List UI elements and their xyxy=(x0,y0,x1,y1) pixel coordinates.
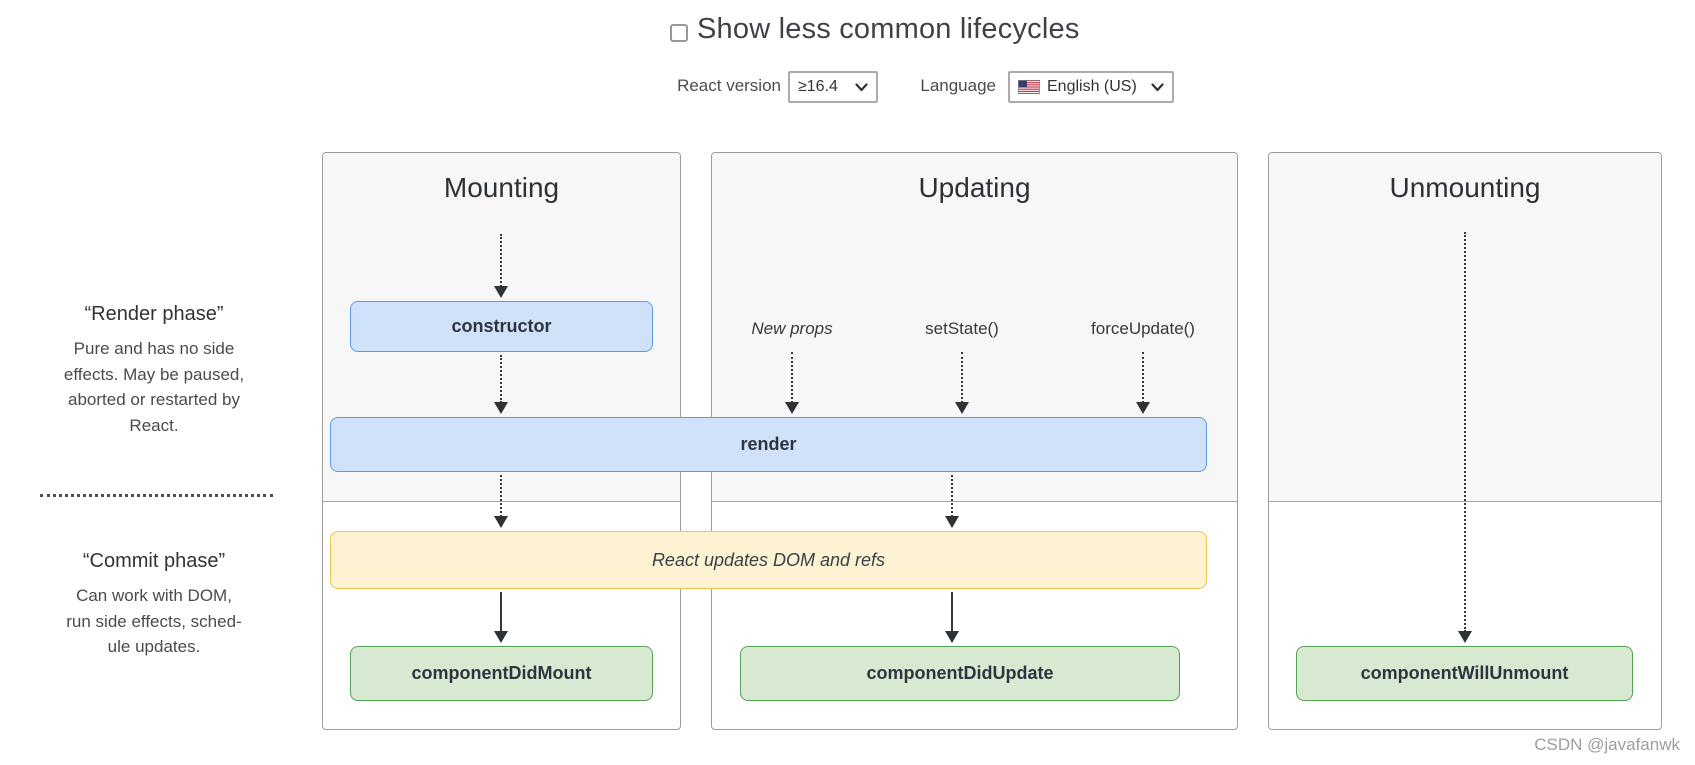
componentdidupdate-box[interactable]: componentDidUpdate xyxy=(740,646,1180,701)
componentwillunmount-box[interactable]: componentWillUnmount xyxy=(1296,646,1633,701)
watermark: CSDN @javafanwk xyxy=(1534,735,1680,754)
setstate-label: setState() xyxy=(925,319,999,338)
updating-title: Updating xyxy=(918,172,1031,203)
mounting-title: Mounting xyxy=(443,172,560,203)
react-updates-dom-box: React updates DOM and refs xyxy=(330,531,1207,589)
componentdidmount-label: componentDidMount xyxy=(411,663,592,683)
arrow-render-to-domupdate-mounting xyxy=(494,475,508,528)
componentdidmount-box[interactable]: componentDidMount xyxy=(350,646,653,701)
componentdidupdate-label: componentDidUpdate xyxy=(866,663,1054,683)
render-phase-note: “Render phase” Pure and has no side effe… xyxy=(36,303,272,438)
page-title: Show less common lifecycles xyxy=(697,13,1080,45)
phase-divider-line xyxy=(40,494,273,497)
react-version-label: React version xyxy=(677,76,781,95)
commit-phase-description: Can work with DOM, run side effects, sch… xyxy=(66,586,242,656)
constructor-label: constructor xyxy=(451,316,552,336)
constructor-box[interactable]: constructor xyxy=(350,301,653,352)
diagram-controls: React version ≥16.4 Language English (US… xyxy=(0,66,1695,108)
commit-phase-title: “Commit phase” xyxy=(82,550,226,572)
arrow-forceupdate-to-render xyxy=(1136,352,1150,414)
react-updates-dom-label: React updates DOM and refs xyxy=(651,549,886,570)
language-label: Language xyxy=(920,76,996,95)
render-box[interactable]: render xyxy=(330,417,1207,472)
arrow-newprops-to-render xyxy=(785,352,799,414)
arrow-unmounting-to-componentwillunmount xyxy=(1458,232,1472,643)
chevron-down-icon xyxy=(855,82,868,91)
show-less-lifecycles-checkbox[interactable] xyxy=(670,23,688,42)
chevron-down-icon xyxy=(1151,82,1164,91)
us-flag-icon xyxy=(1018,80,1040,94)
arrow-mounting-to-constructor xyxy=(494,234,508,298)
react-version-select[interactable]: ≥16.4 xyxy=(788,71,878,103)
forceupdate-label: forceUpdate() xyxy=(1091,319,1195,338)
arrow-setstate-to-render xyxy=(955,352,969,414)
unmounting-title: Unmounting xyxy=(1389,172,1541,203)
componentwillunmount-label: componentWillUnmount xyxy=(1360,663,1569,683)
language-select[interactable]: English (US) xyxy=(1008,71,1174,103)
arrow-domupdate-to-componentdidupdate xyxy=(945,592,959,643)
arrow-render-to-domupdate-updating xyxy=(945,475,959,528)
render-label: render xyxy=(740,434,797,454)
arrow-constructor-to-render xyxy=(494,355,508,414)
show-less-lifecycles-row: Show less common lifecycles xyxy=(670,13,1080,46)
render-phase-title: “Render phase” xyxy=(84,303,224,325)
react-version-value: ≥16.4 xyxy=(798,78,838,95)
arrow-domupdate-to-componentdidmount xyxy=(494,592,508,643)
commit-phase-note: “Commit phase” Can work with DOM, run si… xyxy=(36,550,272,660)
language-value: English (US) xyxy=(1047,78,1137,95)
new-props-label: New props xyxy=(751,319,833,338)
render-phase-description: Pure and has no side effects. May be pau… xyxy=(63,339,245,435)
